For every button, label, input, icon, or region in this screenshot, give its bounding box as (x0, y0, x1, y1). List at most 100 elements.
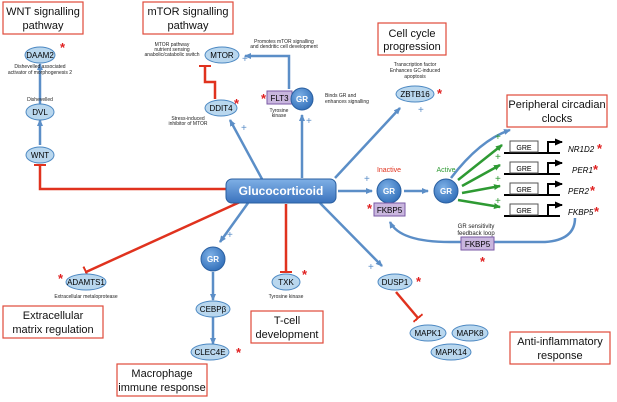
annot-tf-3: apoptosis (404, 74, 426, 80)
annot-tf-1: Transcription factor (394, 62, 437, 68)
gre-row-per1: GRE PER1 * (504, 159, 599, 177)
node-zbtb16-label: ZBTB16 (400, 90, 430, 99)
annot-stress-2: inhibitor of MTOR (168, 121, 207, 127)
box-anti-inflammatory: Anti-inflammatory response (509, 331, 611, 365)
plus-per1: + (495, 152, 501, 163)
gene-per1: PER1 (572, 166, 593, 175)
plus-nr1d2: + (495, 132, 501, 143)
arrow-gc-to-wnt (40, 165, 226, 191)
node-fkbp5-feedback-label: FKBP5 (465, 240, 491, 249)
annot-mtor-3: anabolic/catabolic switch (144, 52, 199, 58)
annot-tf-2: Enhances GC-induced (390, 68, 441, 74)
node-fkbp5-feedback: FKBP5 (460, 236, 495, 251)
star-per1: * (593, 162, 599, 177)
plus-gr-top: + (306, 116, 312, 127)
plus-mtor: + (242, 54, 248, 65)
node-ddit4: DDIT4 (204, 99, 238, 117)
connectors (40, 53, 577, 345)
arrow-dusp1-to-mapk (395, 291, 418, 318)
box-circadian-line2: clocks (542, 113, 573, 125)
node-cebpb-label: CEBPβ (200, 305, 227, 314)
star-ddit4: * (234, 96, 240, 111)
plus-gr-bottom: + (227, 230, 233, 241)
box-mtor-line2: pathway (168, 20, 209, 32)
gre-row-nr1d2: GRE NR1D2 * (504, 138, 603, 156)
box-cell-cycle-line1: Cell cycle (388, 28, 435, 40)
node-gr-bottom: GR (200, 246, 226, 272)
box-cell-cycle-line2: progression (383, 41, 440, 53)
feedback-loop (388, 217, 577, 244)
node-flt3-label: FLT3 (270, 94, 289, 103)
star-nr1d2: * (597, 141, 603, 156)
annot-daam2-2: activator of morphogenesis 2 (8, 70, 72, 76)
box-circadian-line1: Peripheral circadian (508, 99, 605, 111)
box-wnt-line1: WNT signalling (6, 6, 80, 18)
gre-label-4: GRE (516, 208, 532, 215)
node-dvl-label: DVL (32, 108, 48, 117)
box-ecm-line1: Extracellular (23, 310, 84, 322)
star-daam2: * (60, 40, 66, 55)
gene-nr1d2: NR1D2 (568, 145, 595, 154)
arrow-gr-to-nr1d2 (457, 144, 503, 181)
node-fkbp5-bound-label: FKBP5 (377, 206, 403, 215)
node-fkbp5-bound: FKBP5 (373, 202, 406, 217)
annot-stress-1: Stress-induced (171, 116, 205, 122)
arrow-gc-to-ddit4 (228, 119, 264, 180)
node-dusp1-label: DUSP1 (382, 278, 409, 287)
arrow-gr-to-fkbp5 (457, 198, 501, 209)
star-adamts1: * (58, 271, 64, 286)
node-mapk1: MAPK1 (409, 324, 447, 342)
plus-ddit4: + (241, 123, 247, 134)
node-mapk8: MAPK8 (451, 324, 489, 342)
label-inactive: Inactive (377, 167, 401, 174)
box-macrophage: Macrophage immune response (116, 363, 208, 397)
gre-label-2: GRE (516, 166, 532, 173)
star-txk: * (302, 267, 308, 282)
gene-fkbp5: FKBP5 (568, 208, 594, 217)
node-gr-bottom-label: GR (207, 255, 219, 264)
annot-ecm-protease: Extracellular metaloprotease (54, 294, 118, 300)
box-tcell: T-cell development (250, 310, 324, 344)
gre-label-3: GRE (516, 187, 532, 194)
arrow-gc-to-zbtb16 (334, 107, 401, 179)
node-mapk1-label: MAPK1 (414, 329, 442, 338)
node-dusp1: DUSP1 (377, 273, 413, 291)
gre-row-fkbp5: GRE FKBP5 * (504, 201, 600, 219)
arrow-gr-to-per2 (461, 184, 501, 195)
annot-binds-1: Binds GR and (325, 93, 356, 99)
box-mtor-pathway: mTOR signalling pathway (142, 1, 234, 35)
node-adamts1: ADAMTS1 (65, 273, 107, 291)
node-mtor-label: MTOR (210, 51, 234, 60)
annot-txk-kinase: Tyrosine kinase (269, 294, 304, 300)
annot-mtor-1: MTOR pathway (155, 42, 190, 48)
plus-per2: + (495, 174, 501, 185)
node-daam2-label: DAAM2 (26, 51, 54, 60)
node-dvl: DVL (25, 103, 55, 121)
annot-feedback-1: GR sensitivity (458, 224, 495, 230)
node-gr-top-label: GR (296, 95, 308, 104)
star-per2: * (590, 183, 596, 198)
node-flt3: FLT3 (266, 90, 293, 105)
node-zbtb16: ZBTB16 (395, 85, 435, 103)
annot-mtor-2: nutrient sensing (154, 47, 190, 53)
box-circadian: Peripheral circadian clocks (506, 94, 608, 128)
plus-zbtb16: + (418, 105, 424, 116)
plus-gr-inactive: + (364, 174, 370, 185)
annot-dishevelled: Dishevelled (27, 97, 53, 103)
node-gr-active: GR (433, 178, 459, 204)
plus-fkbp5: + (495, 196, 501, 207)
star-clec4e: * (236, 345, 242, 360)
annot-daam2-1: Dishevelled associated (14, 64, 65, 70)
box-wnt-pathway: WNT signalling pathway (2, 1, 84, 35)
node-ddit4-label: DDIT4 (209, 104, 233, 113)
box-ecm: Extracellular matrix regulation (2, 305, 104, 339)
node-mtor: MTOR (204, 46, 240, 64)
node-gr-active-label: GR (440, 187, 452, 196)
annot-feedback-2: feedback loop (457, 231, 495, 237)
node-gr-top: GR (290, 87, 314, 111)
arrow-ddit4-to-mtor (205, 66, 217, 99)
star-flt3: * (261, 91, 267, 106)
box-ecm-line2: matrix regulation (12, 324, 93, 336)
label-active: Active (436, 167, 455, 174)
node-wnt-label: WNT (31, 151, 49, 160)
